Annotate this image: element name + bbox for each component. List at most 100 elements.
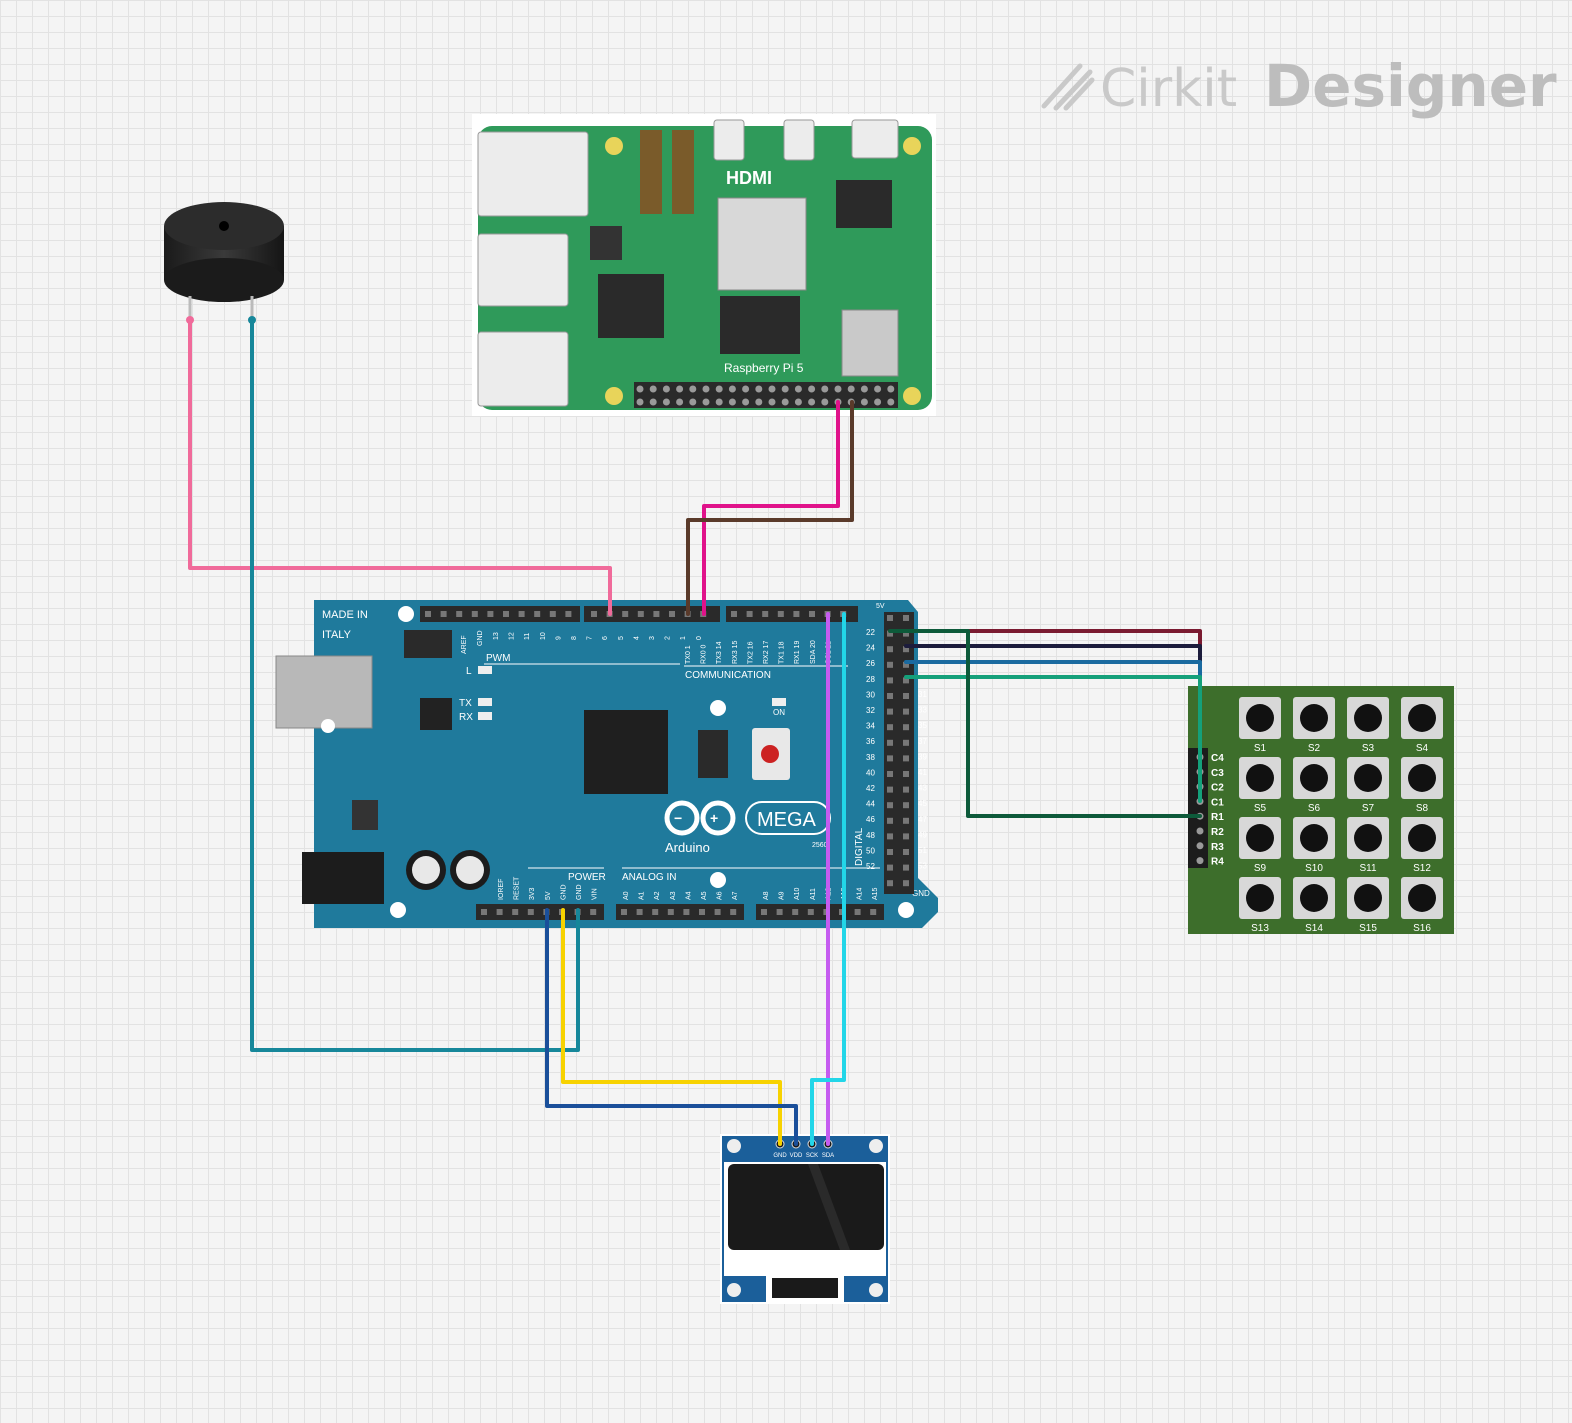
header-pin[interactable]: [549, 611, 556, 617]
header-pin[interactable]: [903, 661, 909, 668]
header-pin[interactable]: [669, 611, 675, 617]
gpio-pin[interactable]: [649, 385, 657, 393]
keypad-key-cap[interactable]: [1300, 764, 1328, 792]
header-pin[interactable]: [792, 909, 799, 915]
gpio-pin[interactable]: [781, 385, 789, 393]
gpio-pin[interactable]: [794, 385, 802, 393]
header-pin[interactable]: [887, 864, 893, 871]
gpio-pin[interactable]: [662, 398, 670, 406]
header-pin[interactable]: [653, 611, 660, 617]
header-pin[interactable]: [903, 833, 909, 840]
header-pin[interactable]: [903, 630, 909, 637]
gpio-pin[interactable]: [874, 385, 882, 393]
header-pin[interactable]: [590, 909, 597, 915]
header-pin[interactable]: [440, 611, 447, 617]
header-pin[interactable]: [807, 909, 814, 915]
gpio-pin[interactable]: [702, 398, 710, 406]
header-pin[interactable]: [887, 849, 893, 855]
header-pin[interactable]: [903, 739, 909, 746]
header-pin[interactable]: [887, 771, 893, 777]
gpio-pin[interactable]: [847, 385, 855, 393]
gpio-pin[interactable]: [768, 385, 776, 393]
header-pin[interactable]: [714, 909, 721, 915]
wire-buzzer-neg-gnd[interactable]: [250, 318, 580, 1052]
header-pin[interactable]: [870, 909, 877, 915]
header-pin[interactable]: [667, 909, 674, 915]
header-pin[interactable]: [746, 611, 753, 617]
header-pin[interactable]: [903, 817, 909, 824]
gpio-pin[interactable]: [808, 385, 816, 393]
gpio-pin[interactable]: [860, 385, 868, 393]
header-pin[interactable]: [887, 677, 893, 684]
raspberry-pi-5[interactable]: HDMI Raspberry Pi 5: [472, 114, 936, 416]
keypad-key-cap[interactable]: [1354, 824, 1382, 852]
header-pin[interactable]: [512, 909, 519, 915]
gpio-pin[interactable]: [728, 398, 736, 406]
header-pin[interactable]: [887, 724, 893, 731]
gpio-pin[interactable]: [636, 385, 644, 393]
header-pin[interactable]: [887, 661, 893, 668]
header-pin[interactable]: [471, 611, 478, 617]
header-pin[interactable]: [496, 909, 503, 915]
header-pin[interactable]: [887, 630, 893, 637]
wire-buzzer-pos-d6[interactable]: [188, 318, 612, 616]
gpio-pin[interactable]: [676, 385, 684, 393]
wire-rpi-tx-rx0[interactable]: [702, 400, 840, 616]
keypad-key-cap[interactable]: [1408, 884, 1436, 912]
keypad-pin[interactable]: [1196, 827, 1204, 835]
gpio-pin[interactable]: [821, 398, 829, 406]
gpio-pin[interactable]: [887, 398, 895, 406]
header-pin[interactable]: [887, 802, 893, 809]
gpio-pin[interactable]: [821, 385, 829, 393]
keypad-pin[interactable]: [1196, 857, 1204, 865]
gpio-pin[interactable]: [742, 385, 750, 393]
wire-d29-c1[interactable]: [904, 675, 1202, 803]
gpio-pin[interactable]: [689, 385, 697, 393]
header-pin[interactable]: [622, 611, 629, 617]
header-pin[interactable]: [903, 849, 909, 855]
header-pin[interactable]: [809, 611, 815, 617]
gpio-pin[interactable]: [808, 398, 816, 406]
gpio-pin[interactable]: [715, 385, 723, 393]
header-pin[interactable]: [903, 880, 909, 887]
header-pin[interactable]: [854, 909, 861, 915]
gpio-pin[interactable]: [662, 385, 670, 393]
header-pin[interactable]: [887, 833, 893, 840]
keypad-key-cap[interactable]: [1354, 884, 1382, 912]
wire-d25-c3[interactable]: [904, 644, 1202, 774]
header-pin[interactable]: [887, 739, 893, 746]
header-pin[interactable]: [683, 909, 690, 915]
keypad-key-cap[interactable]: [1246, 824, 1274, 852]
reset-button-cap[interactable]: [761, 745, 779, 763]
gpio-pin[interactable]: [781, 398, 789, 406]
keypad-key-cap[interactable]: [1300, 884, 1328, 912]
gpio-pin[interactable]: [860, 398, 868, 406]
buzzer[interactable]: [164, 202, 284, 324]
header-pin[interactable]: [637, 611, 644, 617]
header-pin[interactable]: [903, 802, 909, 809]
keypad-key-cap[interactable]: [1246, 884, 1274, 912]
header-pin[interactable]: [887, 646, 893, 653]
gpio-pin[interactable]: [715, 398, 723, 406]
header-pin[interactable]: [903, 786, 909, 793]
gpio-pin[interactable]: [755, 398, 763, 406]
header-pin[interactable]: [456, 611, 463, 617]
header-pin[interactable]: [903, 864, 909, 871]
wire-d23-c4[interactable]: [904, 629, 1202, 759]
wire-d22-r1[interactable]: [888, 629, 1202, 818]
gpio-pin[interactable]: [689, 398, 697, 406]
header-pin[interactable]: [425, 611, 431, 617]
header-pin[interactable]: [636, 909, 643, 915]
header-pin[interactable]: [761, 909, 767, 915]
gpio-pin[interactable]: [874, 398, 882, 406]
header-pin[interactable]: [903, 677, 909, 684]
header-pin[interactable]: [481, 909, 487, 915]
header-pin[interactable]: [903, 755, 909, 762]
header-pin[interactable]: [887, 693, 893, 699]
gpio-pin[interactable]: [755, 385, 763, 393]
gpio-pin[interactable]: [794, 398, 802, 406]
header-pin[interactable]: [621, 909, 627, 915]
header-pin[interactable]: [793, 611, 800, 617]
